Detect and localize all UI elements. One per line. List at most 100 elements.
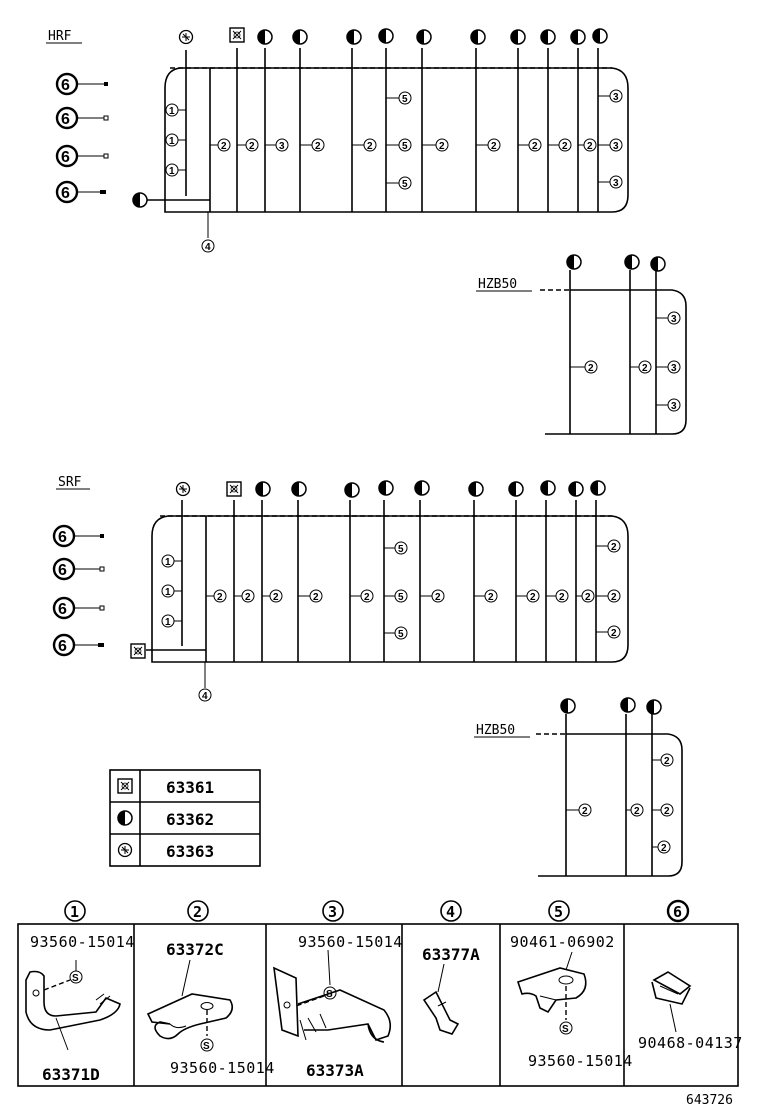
part-63372C: 63372C [166,940,224,959]
hrf-label: HRF [48,29,72,44]
column-numbers: 1 2 3 4 5 6 [64,899,690,923]
svg-text:2: 2 [664,806,670,817]
hrf-frame [164,67,629,213]
half-filled-circle-icon [568,481,584,497]
svg-text:2: 2 [611,628,617,639]
svg-text:S: S [72,973,79,984]
half-filled-circle-icon [416,29,432,45]
part-63373A: 63373A [306,1061,364,1080]
svg-text:2: 2 [562,141,568,152]
srf-label: SRF [58,475,82,490]
svg-text:1: 1 [165,557,171,568]
svg-text:2: 2 [439,141,445,152]
svg-text:2: 2 [315,141,321,152]
part-93560-15014: 93560-15014 [170,1059,275,1077]
svg-text:2: 2 [642,363,648,374]
half-filled-circle-icon [292,29,308,45]
svg-text:6: 6 [61,111,70,128]
part-63371D: 63371D [42,1065,100,1084]
svg-text:6: 6 [58,638,67,655]
svg-text:6: 6 [61,185,70,202]
svg-text:3: 3 [279,141,285,152]
half-filled-circle-icon [346,29,362,45]
hzb50-bottom-frame [538,733,683,877]
part-93560-15014: 93560-15014 [298,933,403,951]
svg-text:5: 5 [398,544,404,555]
parts-table: 1 2 3 4 5 6 93560-15014 S 63371D 63372C [17,899,743,1087]
half-filled-circle-icon [646,699,662,715]
svg-text:2: 2 [664,756,670,767]
svg-text:1: 1 [70,903,79,921]
part-90468-04137: 90468-04137 [638,1034,743,1052]
half-filled-circle-icon [508,481,524,497]
hzb50-top-callouts: 2 2 3 3 3 [570,311,681,412]
svg-text:2: 2 [582,806,588,817]
half-filled-circle-icon [560,698,576,714]
svg-text:5: 5 [402,94,408,105]
clamp-63373a-drawing [273,966,392,1043]
svg-text:3: 3 [328,903,337,921]
half-filled-circle-icon [255,481,271,497]
clamp-90461-drawing [516,967,587,1014]
svg-text:1: 1 [169,166,175,177]
half-filled-circle-icon [378,480,394,496]
hzb50-top-frame [545,289,687,435]
figure-id: 643726 [686,1093,733,1108]
svg-text:S: S [562,1024,569,1035]
svg-text:2: 2 [245,592,251,603]
svg-text:2: 2 [530,592,536,603]
svg-text:6: 6 [58,601,67,618]
hzb50-bottom-callouts: 2 2 2 2 2 [566,753,674,854]
svg-text:1: 1 [165,587,171,598]
svg-text:1: 1 [169,106,175,117]
svg-text:S: S [203,1041,210,1052]
clip-90468-drawing [651,971,692,1005]
half-filled-circle-icon [468,481,484,497]
svg-text:2: 2 [532,141,538,152]
svg-text:4: 4 [446,903,455,921]
fastener-6-group-srf: 6 6 6 6 [52,524,105,657]
half-filled-circle-icon [570,29,586,45]
svg-text:2: 2 [585,592,591,603]
clip-63377a-drawing [422,990,460,1035]
half-filled-circle-icon [620,697,636,713]
srf-frame [151,515,629,663]
svg-text:5: 5 [398,592,404,603]
svg-text:2: 2 [661,843,667,854]
svg-text:2: 2 [634,806,640,817]
half-filled-circle-icon [592,28,608,44]
hzb50-bottom-label: HZB50 [476,723,515,738]
svg-text:2: 2 [221,141,227,152]
part-93560-15014: 93560-15014 [30,933,135,951]
square-clamp-icon [226,481,242,497]
svg-text:2: 2 [313,592,319,603]
half-filled-circle-icon [132,192,148,208]
svg-text:2: 2 [488,592,494,603]
part-90461-06902: 90461-06902 [510,933,615,951]
legend-table: 63361 63362 63363 [109,769,261,867]
legend-part-63362: 63362 [166,810,214,829]
svg-text:2: 2 [559,592,565,603]
clamp-63371d-drawing [25,970,121,1031]
svg-text:2: 2 [249,141,255,152]
svg-text:3: 3 [613,141,619,152]
half-filled-circle-icon [378,28,394,44]
svg-text:S: S [326,989,333,1000]
part-63377A: 63377A [422,945,480,964]
svg-text:5: 5 [554,903,563,921]
half-filled-circle-icon [470,29,486,45]
svg-text:6: 6 [61,77,70,94]
svg-text:5: 5 [402,179,408,190]
srf-callouts: 1 1 1 2 2 2 2 2 5 5 5 2 2 2 2 2 2 2 2 4 [161,539,621,702]
svg-text:2: 2 [273,592,279,603]
half-filled-circle-icon [291,481,307,497]
cross-circle-icon [178,29,194,45]
half-filled-circle-icon [414,480,430,496]
square-clamp-icon [130,643,146,659]
svg-text:4: 4 [202,691,208,702]
svg-text:3: 3 [671,401,677,412]
svg-text:5: 5 [398,629,404,640]
svg-text:1: 1 [169,136,175,147]
hrf-callouts: 1 1 1 2 2 3 2 2 5 5 5 2 2 2 2 2 3 3 3 4 [165,89,623,253]
